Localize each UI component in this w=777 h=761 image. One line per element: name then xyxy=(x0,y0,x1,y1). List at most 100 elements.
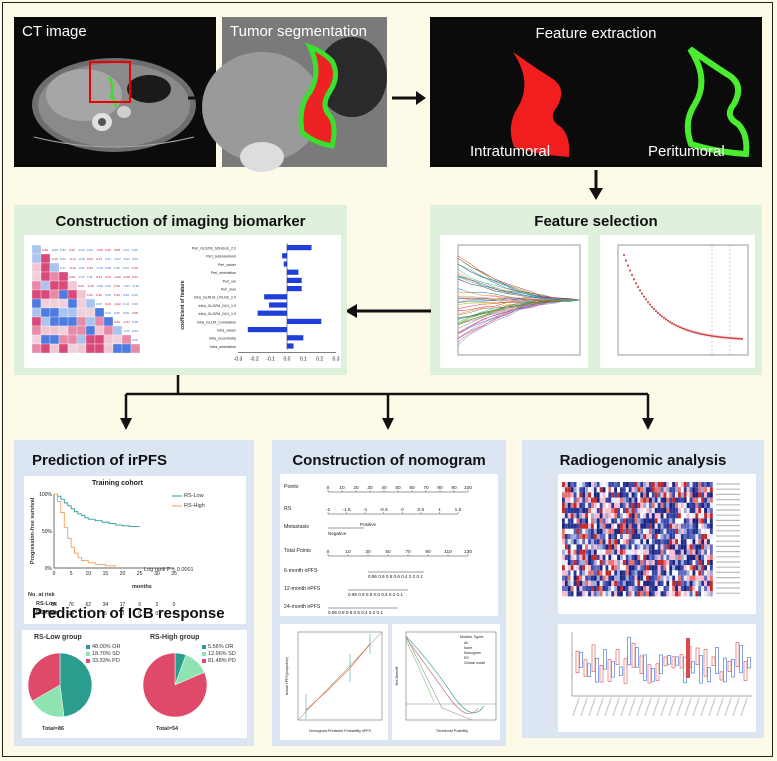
gene-cell xyxy=(591,539,594,545)
gene-cell xyxy=(663,539,667,545)
gene-cell xyxy=(707,518,710,524)
gene-cell xyxy=(608,570,612,576)
corr-cell xyxy=(40,343,51,354)
gene-cell xyxy=(579,586,583,592)
gene-cell xyxy=(695,575,699,581)
gene-cell xyxy=(573,575,577,581)
gene-cell xyxy=(634,549,638,555)
gene-cell xyxy=(672,523,676,529)
corr-cell xyxy=(31,280,42,291)
gene-cell xyxy=(628,575,632,581)
corr-value: 0.37 xyxy=(96,302,102,306)
gene-cell xyxy=(596,513,600,519)
biomarker-title: Construction of imaging biomarker xyxy=(55,213,306,230)
gene-cell xyxy=(582,586,586,592)
gene-cell xyxy=(669,570,673,576)
gene-cell xyxy=(614,560,618,566)
corr-cell xyxy=(31,262,42,273)
risk-value: 0 xyxy=(138,611,141,617)
points-axis-tick-label: 90 xyxy=(451,485,457,491)
gene-cell xyxy=(640,580,644,586)
lasso-coef-plot xyxy=(440,235,588,368)
gene-cell xyxy=(683,586,687,592)
corr-cell xyxy=(58,298,69,309)
gene-cell xyxy=(602,570,606,576)
gene-cell xyxy=(617,534,620,540)
pie-low-title: RS-Low group xyxy=(34,634,82,641)
gene-cell xyxy=(678,482,681,488)
gene-cell xyxy=(567,560,571,566)
m24-ticks: 0.95 0.9 0.8 0.6 0.4 0.2 0.1 xyxy=(328,610,383,615)
gene-cell xyxy=(596,497,600,503)
gene-cell xyxy=(651,565,655,571)
rs-axis-tick-label: -1 xyxy=(363,507,368,513)
corr-value: 0.35 xyxy=(105,248,111,252)
gene-cell xyxy=(585,591,589,597)
gene-cell xyxy=(654,560,658,566)
gene-cell xyxy=(675,482,678,488)
corr-value: -0.28 xyxy=(96,284,103,288)
corr-cell xyxy=(31,334,42,345)
gene-cell xyxy=(707,580,710,586)
gene-cell xyxy=(608,534,612,540)
gene-cell xyxy=(643,502,647,508)
gene-cell xyxy=(680,487,684,493)
gene-cell xyxy=(683,513,687,519)
gene-cell xyxy=(675,518,678,524)
coef-feature-label: Intra_GLSZM_GLV_1.0 xyxy=(199,312,237,316)
gene-cell xyxy=(678,518,681,524)
gene-cell xyxy=(608,502,612,508)
gene-cell xyxy=(562,482,565,488)
icb-title: Prediction of ICB response xyxy=(32,605,225,622)
coef-bar xyxy=(264,294,287,300)
gene-cell xyxy=(564,570,568,576)
box-red xyxy=(575,650,580,673)
gene-cell xyxy=(631,539,635,545)
gene-cell xyxy=(562,539,565,545)
gene-cell xyxy=(599,492,603,498)
gene-cell xyxy=(654,523,658,529)
gene-cell xyxy=(637,591,641,597)
gene-cell xyxy=(593,586,597,592)
gene-cell xyxy=(643,570,647,576)
gene-cell xyxy=(625,591,629,597)
km-xtick: 10 xyxy=(86,571,92,577)
gene-cell xyxy=(683,487,687,493)
gene-cell xyxy=(709,502,713,508)
gene-cell xyxy=(614,523,618,529)
gene-cell xyxy=(689,591,693,597)
gene-cell xyxy=(640,492,644,498)
gene-cell xyxy=(646,586,649,592)
prediction-panel: Prediction of irPFS Training cohort 0%50… xyxy=(14,440,254,746)
gene-cell xyxy=(680,580,684,586)
gene-cell xyxy=(698,549,702,555)
gene-cell xyxy=(564,523,568,529)
gene-cell xyxy=(634,575,638,581)
gene-cell xyxy=(692,560,696,566)
corr-value: 0.34 xyxy=(105,275,111,279)
gene-cell xyxy=(646,502,649,508)
gene-cell xyxy=(683,570,687,576)
gene-cell xyxy=(599,580,603,586)
corr-value: 0.48 xyxy=(132,320,138,324)
risk-value: 0 xyxy=(173,611,176,617)
gene-cell xyxy=(599,575,603,581)
gene-cell xyxy=(628,560,632,566)
gene-cell xyxy=(588,487,591,493)
gene-cell xyxy=(620,591,623,597)
gene-cell xyxy=(709,523,713,529)
gene-cell xyxy=(672,518,676,524)
gene-cell xyxy=(701,502,705,508)
gene-cell xyxy=(634,591,638,597)
gene-cell xyxy=(692,513,696,519)
nomogram-title: Construction of nomogram xyxy=(292,452,486,469)
gene-cell xyxy=(640,554,644,560)
gene-cell xyxy=(704,508,707,514)
gene-cell xyxy=(640,518,644,524)
immune-boxplot xyxy=(558,624,756,732)
box-label-placeholder xyxy=(580,697,588,717)
box-blue xyxy=(699,655,703,684)
gene-cell xyxy=(669,487,673,493)
gene-cell xyxy=(614,565,618,571)
